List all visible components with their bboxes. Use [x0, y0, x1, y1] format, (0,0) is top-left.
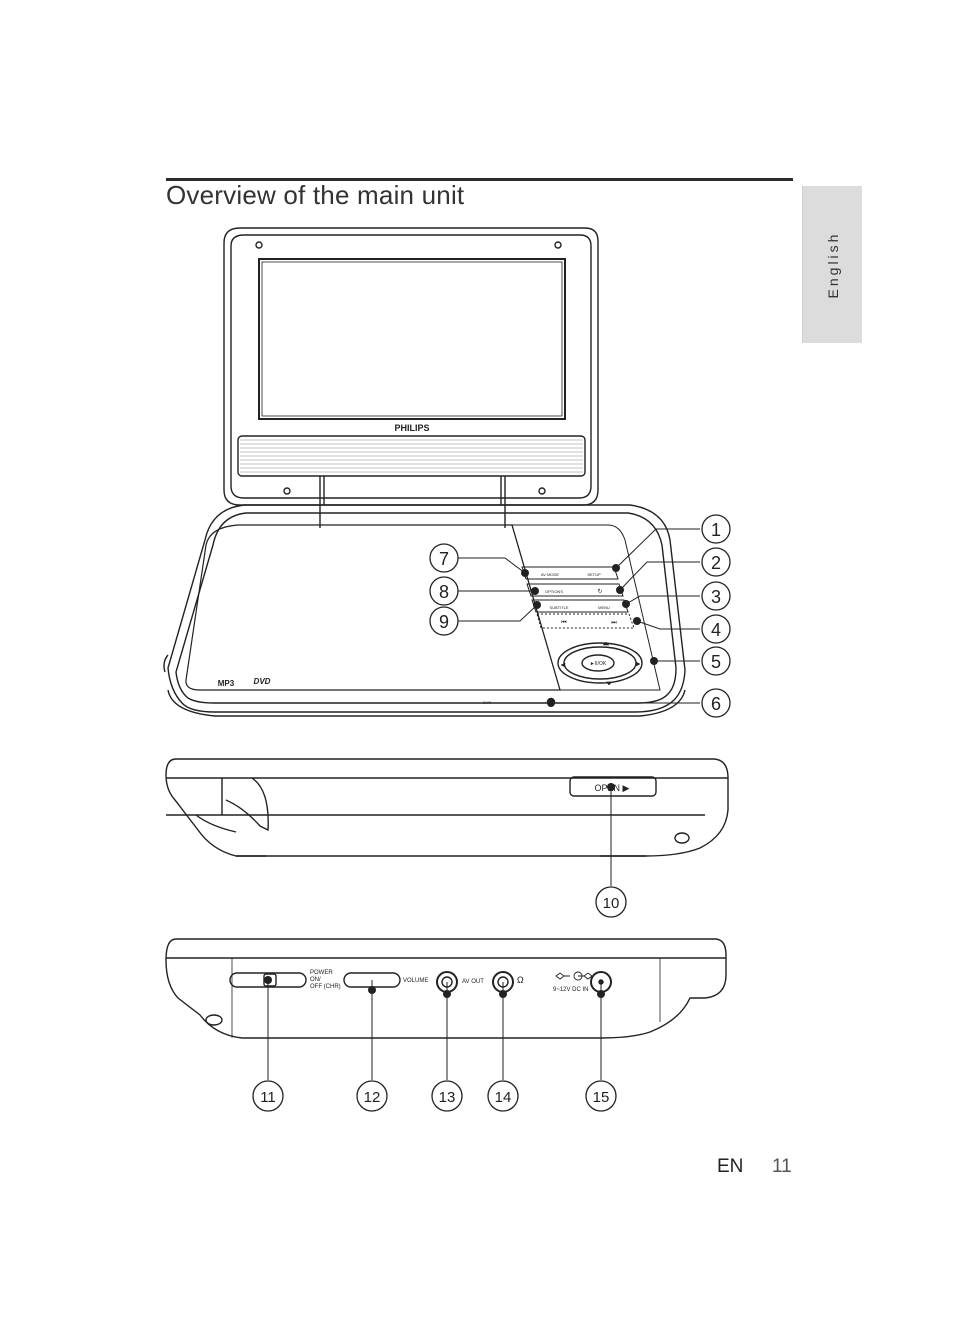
callout-7: 7	[439, 549, 449, 569]
page-title: Overview of the main unit	[166, 180, 465, 210]
callout-circles	[252, 514, 731, 1112]
button-panel	[521, 566, 635, 629]
volume-label: VOLUME	[403, 978, 428, 984]
btn-options: OPTIONS	[545, 589, 563, 594]
callout-9: 9	[439, 612, 449, 632]
btn-prev: ⏮	[561, 620, 567, 626]
callout-5: 5	[711, 652, 721, 672]
callout-8: 8	[439, 582, 449, 602]
power-label-3: OFF (CHR)	[310, 984, 341, 990]
brand-label: PHILIPS	[394, 423, 429, 433]
dvd-logo: DVD	[254, 677, 271, 686]
page-number: 11	[772, 1156, 792, 1177]
navigation-pad	[557, 641, 643, 686]
callout-dots	[264, 564, 658, 998]
btn-setup: SETUP	[587, 572, 601, 577]
av-out-label: AV OUT	[462, 979, 484, 985]
dc-in-label: 9~12V DC IN	[553, 987, 589, 993]
power-label-1: POWER	[310, 970, 333, 976]
mp3-logo: MP3	[218, 679, 235, 688]
front-edge-label: CHR	[483, 700, 492, 705]
btn-av-mode: AV MODE	[541, 572, 559, 577]
callout-3: 3	[711, 587, 721, 607]
btn-repeat: ↻	[597, 588, 602, 595]
callout-15: 15	[593, 1089, 610, 1106]
callout-leaders	[267, 528, 700, 1080]
btn-next: ⏭	[611, 620, 617, 626]
open-label: OPEN ▶	[595, 783, 630, 793]
footer-language: EN	[717, 1156, 744, 1177]
btn-subtitle: SUBTITLE	[549, 605, 568, 610]
front-side-view	[165, 758, 729, 857]
title-rule	[166, 178, 793, 181]
callout-13: 13	[439, 1089, 456, 1106]
open-button	[569, 776, 657, 797]
callout-2: 2	[711, 553, 721, 573]
headphone-symbol: Ω	[517, 975, 524, 985]
callout-12: 12	[364, 1089, 381, 1106]
right-side-view	[165, 938, 727, 1039]
dpad-center-label: ►II/OK	[590, 661, 607, 667]
power-label-2: ON/	[310, 977, 321, 983]
callout-4: 4	[711, 620, 721, 640]
callout-6: 6	[711, 694, 721, 714]
callout-1: 1	[711, 520, 721, 540]
callout-14: 14	[495, 1089, 512, 1106]
btn-menu: MENU	[598, 605, 610, 610]
callout-11: 11	[260, 1089, 276, 1106]
callout-10: 10	[603, 895, 620, 912]
language-tab: English	[802, 186, 862, 343]
base-unit	[163, 504, 686, 717]
screen-lid	[223, 227, 599, 528]
